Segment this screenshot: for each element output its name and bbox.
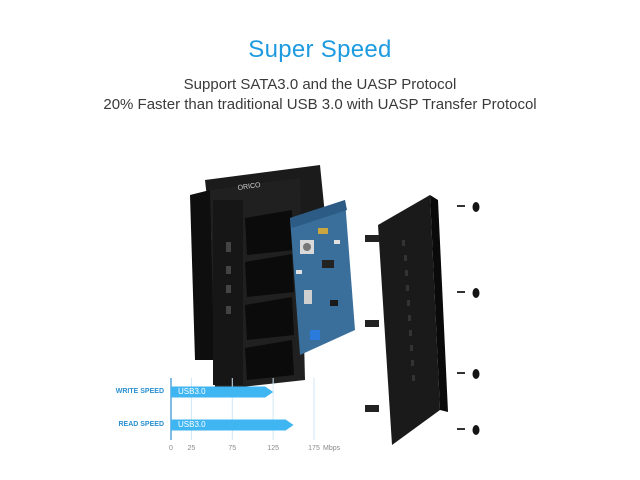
brand-logo: ORICO <box>237 182 261 192</box>
bar-label-read: USB3.0 <box>178 420 206 429</box>
back-panel <box>365 195 448 445</box>
bar-write-speed <box>171 386 274 398</box>
tick-label-75: 75 <box>228 445 237 452</box>
enclosure-body <box>190 165 325 390</box>
tick-label-25: 25 <box>187 445 196 452</box>
bar-label-write: USB3.0 <box>178 387 206 396</box>
tick-label-125: 125 <box>267 445 279 452</box>
axis-unit: Mbps <box>323 445 341 452</box>
page-title: Super Speed <box>248 36 392 63</box>
circuit-board <box>290 200 355 355</box>
category-label-read: READ SPEED <box>118 421 164 428</box>
subtitle-line-1: Support SATA3.0 and the UASP Protocol <box>183 76 457 93</box>
tick-label-0: 0 <box>169 445 173 452</box>
category-label-write: WRITE SPEED <box>115 388 164 395</box>
screws <box>457 202 480 435</box>
speed-chart <box>170 378 315 440</box>
subtitle-line-2: 20% Faster than traditional USB 3.0 with… <box>103 96 537 113</box>
bar-read-speed <box>171 419 294 431</box>
tick-label-175: 175 <box>308 445 320 452</box>
